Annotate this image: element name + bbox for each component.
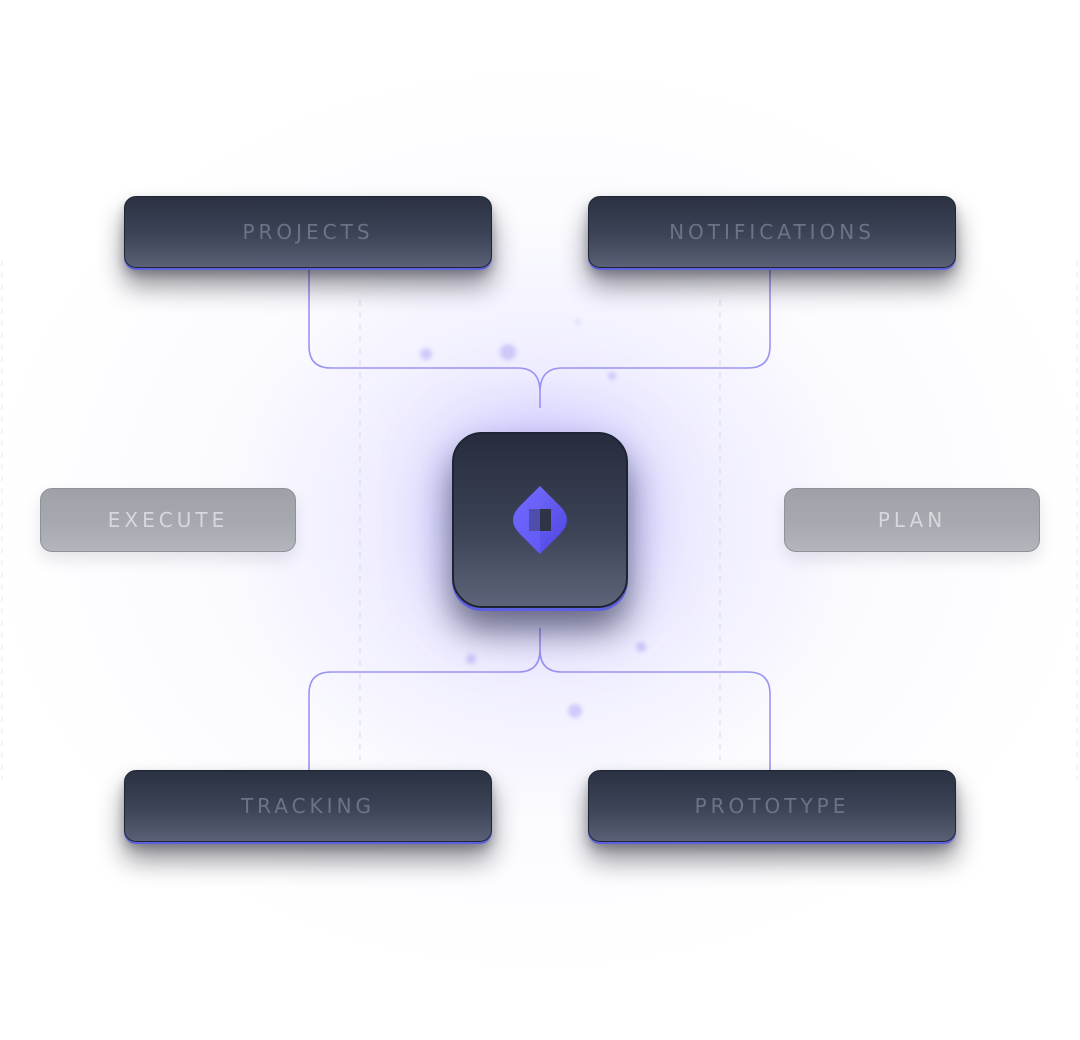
particle	[608, 372, 616, 380]
node-label: NOTIFICATIONS	[669, 220, 875, 244]
diamond-logo-icon	[513, 486, 567, 554]
connector-top	[308, 270, 771, 408]
particle	[636, 642, 646, 652]
node-tracking[interactable]: TRACKING	[124, 770, 492, 842]
particle	[500, 344, 516, 360]
node-projects[interactable]: PROJECTS	[124, 196, 492, 268]
node-plan[interactable]: PLAN	[784, 488, 1040, 552]
node-notifications[interactable]: NOTIFICATIONS	[588, 196, 956, 268]
connector-bottom	[308, 628, 771, 770]
particle	[466, 654, 476, 664]
node-label: PLAN	[877, 508, 947, 532]
particle	[568, 704, 582, 718]
hub-app-icon[interactable]	[452, 432, 628, 608]
node-label: PROJECTS	[242, 220, 374, 244]
particle	[420, 348, 432, 360]
node-label: PROTOTYPE	[694, 794, 850, 818]
node-prototype[interactable]: PROTOTYPE	[588, 770, 956, 842]
particle	[576, 320, 580, 324]
node-execute[interactable]: EXECUTE	[40, 488, 296, 552]
node-label: TRACKING	[240, 794, 376, 818]
node-label: EXECUTE	[107, 508, 229, 532]
